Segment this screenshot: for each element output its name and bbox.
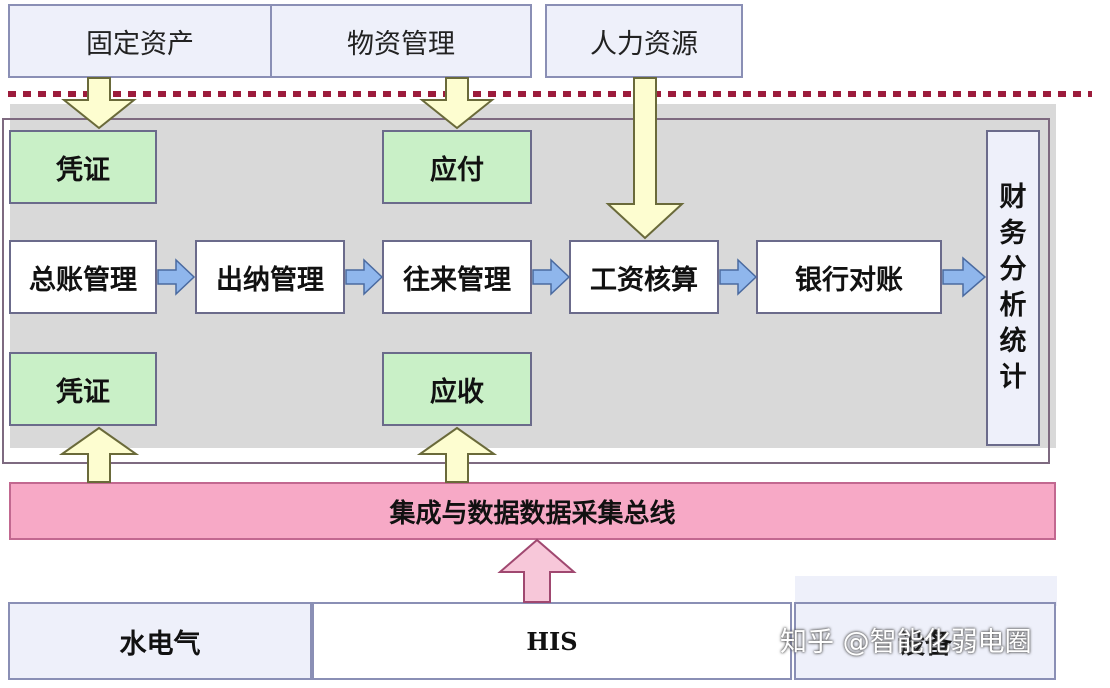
integration-bus: 集成与数据数据采集总线 <box>9 482 1056 540</box>
box-voucher-lower: 凭证 <box>9 352 157 426</box>
box-voucher-upper-label: 凭证 <box>56 154 110 186</box>
box-payable-label: 应付 <box>430 154 484 186</box>
box-his-label: HIS <box>526 626 578 656</box>
box-equipment-label: 设备 <box>898 628 952 660</box>
up-arrow-his <box>497 538 577 603</box>
box-voucher-upper: 凭证 <box>9 130 157 204</box>
box-payable: 应付 <box>382 130 532 204</box>
box-his: HIS <box>312 602 792 680</box>
analysis-char-5: 统 <box>999 326 1027 357</box>
box-voucher-lower-label: 凭证 <box>56 376 110 408</box>
flow-arrow-3 <box>532 258 571 296</box>
box-cashier-label: 出纳管理 <box>216 264 324 296</box>
box-utilities: 水电气 <box>8 602 312 680</box>
bottom-right-backdrop <box>795 576 1057 606</box>
down-arrow-fixed-assets <box>61 77 137 130</box>
box-hr: 人力资源 <box>545 4 743 78</box>
box-receivable: 应收 <box>382 352 532 426</box>
box-equipment: 设备 <box>794 602 1056 680</box>
integration-bus-label: 集成与数据数据采集总线 <box>389 498 676 529</box>
box-general-ledger: 总账管理 <box>9 240 157 314</box>
up-arrow-voucher <box>58 426 140 483</box>
analysis-char-1: 财 <box>999 182 1027 213</box>
process-panel-frame <box>2 118 1050 464</box>
down-arrow-materials <box>419 77 495 130</box>
box-general-ledger-label: 总账管理 <box>29 264 137 296</box>
box-accounts-label: 往来管理 <box>403 264 511 296</box>
analysis-char-3: 分 <box>999 254 1027 285</box>
watermark: 知乎 @智能化弱电圈 <box>780 627 1032 658</box>
box-utilities-label: 水电气 <box>119 628 201 660</box>
box-materials-label: 物资管理 <box>347 28 455 60</box>
box-payroll: 工资核算 <box>569 240 719 314</box>
flow-arrow-2 <box>345 258 384 296</box>
box-hr-label: 人力资源 <box>590 28 698 60</box>
box-bank-reconciliation-label: 银行对账 <box>795 264 903 296</box>
box-fixed-assets: 固定资产 <box>8 4 272 78</box>
flow-arrow-5 <box>942 256 987 298</box>
flow-arrow-4 <box>719 258 758 296</box>
box-materials: 物资管理 <box>270 4 532 78</box>
box-cashier: 出纳管理 <box>195 240 345 314</box>
flow-arrow-1 <box>157 258 196 296</box>
up-arrow-receivable <box>416 426 498 483</box>
box-financial-analysis: 财 务 分 析 统 计 <box>986 130 1040 446</box>
box-payroll-label: 工资核算 <box>590 264 698 296</box>
analysis-char-4: 析 <box>999 290 1027 321</box>
down-arrow-hr <box>605 77 685 240</box>
box-accounts: 往来管理 <box>382 240 532 314</box>
box-fixed-assets-label: 固定资产 <box>86 28 194 60</box>
analysis-char-6: 计 <box>999 362 1027 393</box>
analysis-char-2: 务 <box>999 218 1027 249</box>
box-receivable-label: 应收 <box>430 376 484 408</box>
